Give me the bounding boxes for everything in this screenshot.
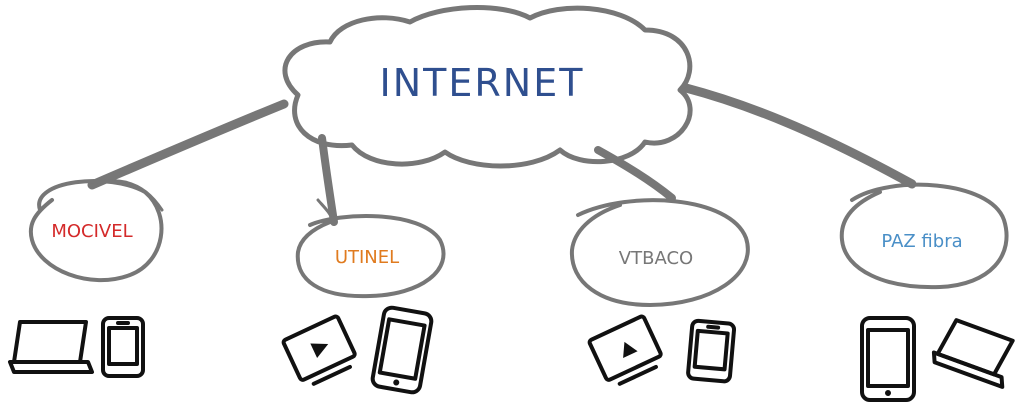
smartphone-icon xyxy=(860,316,916,402)
devices-utinel xyxy=(281,305,434,395)
tablet-icon xyxy=(686,318,737,384)
devices-vtbaco xyxy=(587,314,737,386)
provider-mocivel: MOCIVEL xyxy=(28,179,164,283)
provider-vtbaco: VTBACO xyxy=(569,198,750,307)
tv-icon xyxy=(281,314,357,386)
devices-pazfibra xyxy=(860,316,1015,402)
provider-oval xyxy=(295,214,446,299)
connection-lines xyxy=(87,83,917,226)
internet-cloud xyxy=(282,5,693,169)
connection-line-pazfibra xyxy=(681,83,917,189)
provider-utinel: UTINEL xyxy=(295,214,446,299)
provider-oval xyxy=(569,198,750,307)
provider-oval xyxy=(839,182,1009,290)
tv-icon xyxy=(587,314,663,386)
provider-label: UTINEL xyxy=(335,247,399,268)
connection-line-vtbaco xyxy=(594,146,676,202)
provider-label: VTBACO xyxy=(619,248,693,269)
provider-oval xyxy=(28,179,164,283)
provider-pazfibra: PAZ fibra xyxy=(839,182,1009,290)
laptop-icon xyxy=(8,320,94,374)
devices-mocivel xyxy=(8,316,145,378)
provider-label: MOCIVEL xyxy=(51,221,132,242)
connection-line-utinel xyxy=(318,134,338,226)
internet-label: INTERNET xyxy=(380,61,585,105)
laptop-icon xyxy=(931,318,1015,389)
provider-label: PAZ fibra xyxy=(881,231,962,252)
smartphone-icon xyxy=(370,305,434,395)
connection-line-mocivel xyxy=(87,99,289,190)
tablet-icon xyxy=(101,316,145,378)
